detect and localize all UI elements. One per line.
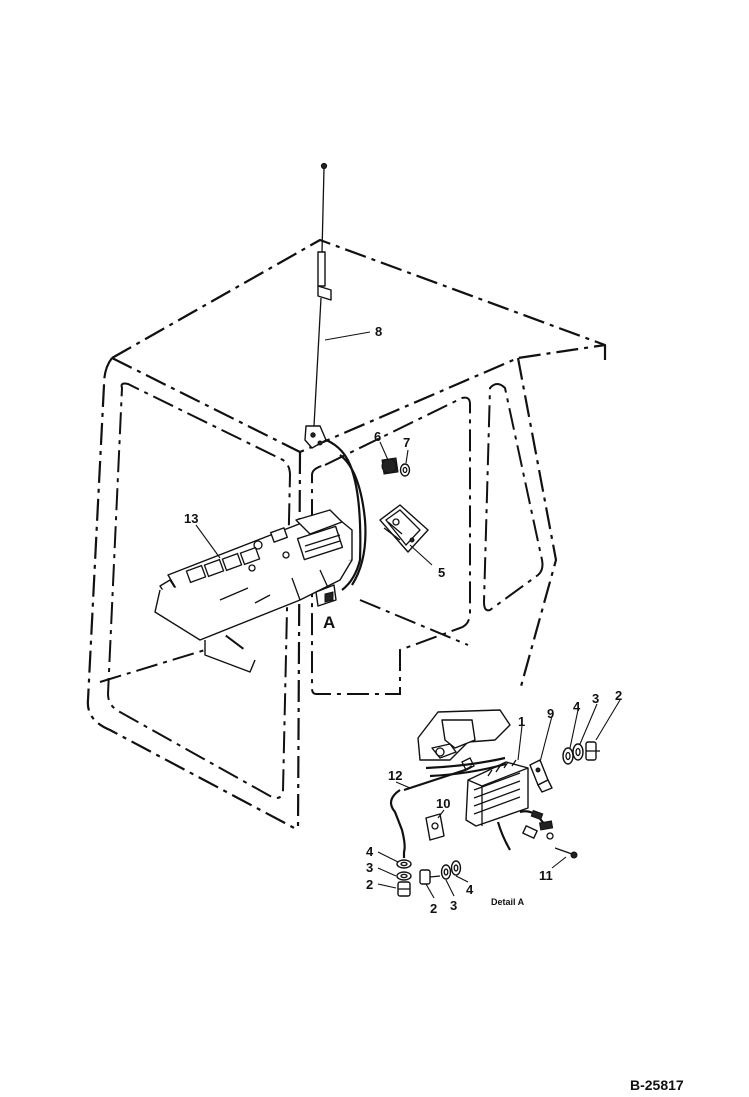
callout-13: 13 — [184, 511, 198, 526]
wire-terminal — [461, 757, 475, 771]
clamp — [425, 813, 445, 841]
callout-4-right: 4 — [573, 699, 581, 714]
radio-panel — [154, 509, 353, 673]
callout-2-left: 2 — [366, 877, 373, 892]
antenna-cable — [325, 438, 362, 591]
callout-4-middle: 4 — [466, 882, 474, 897]
callout-6: 6 — [374, 429, 381, 444]
callout-5: 5 — [438, 565, 445, 580]
callout-3-middle: 3 — [450, 898, 457, 913]
speaker-bracket — [379, 504, 429, 553]
callout-8: 8 — [375, 324, 382, 339]
callout-9: 9 — [547, 706, 554, 721]
callout-view-a: A — [323, 613, 335, 632]
callout-12: 12 — [388, 768, 402, 783]
wire-harness — [389, 765, 473, 858]
detail-a-assembly — [417, 709, 554, 851]
callout-4-left: 4 — [366, 844, 374, 859]
antenna — [304, 162, 332, 449]
fastener-stack-left — [396, 859, 412, 897]
document-number: B-25817 — [630, 1077, 684, 1093]
bracket — [529, 759, 553, 793]
callout-10: 10 — [436, 796, 450, 811]
callout-2-middle: 2 — [430, 901, 437, 916]
knob — [381, 457, 411, 477]
callout-11: 11 — [539, 868, 553, 883]
callout-2-right: 2 — [615, 688, 622, 703]
callout-labels: 8 6 7 5 13 A 1 9 4 3 2 12 10 4 3 2 2 3 4… — [184, 324, 622, 916]
detail-a-label: Detail A — [491, 897, 525, 907]
leader-lines — [195, 331, 621, 899]
callout-3-right: 3 — [592, 691, 599, 706]
callout-7: 7 — [403, 435, 410, 450]
screw — [554, 847, 578, 859]
antenna-cable-2 — [339, 454, 367, 586]
callout-1: 1 — [518, 714, 525, 729]
fastener-stack-right — [562, 741, 600, 765]
fastener-stack-middle — [419, 860, 462, 885]
callout-3-left: 3 — [366, 860, 373, 875]
